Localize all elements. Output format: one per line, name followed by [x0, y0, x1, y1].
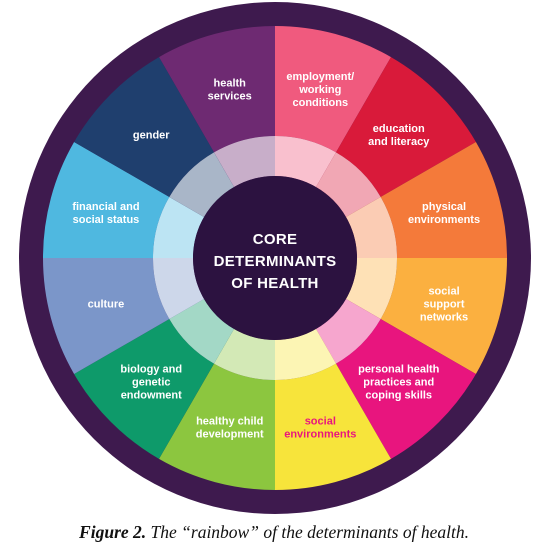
inner-band-tint-7	[214, 329, 275, 380]
segment-label-6-line-0: social	[305, 416, 336, 428]
segment-label-5-line-1: practices and	[363, 377, 434, 389]
inner-band-tint-4	[346, 258, 397, 319]
inner-band-tint-5	[316, 299, 381, 364]
segment-label-8-line-0: biology and	[120, 364, 182, 376]
segment-label-6-line-1: environments	[284, 429, 356, 441]
inner-band-tint-0	[214, 136, 275, 187]
caption-text: The “rainbow” of the determinants of hea…	[150, 522, 469, 542]
segment-label-8-line-1: genetic	[132, 377, 171, 389]
core-line-2: DETERMINANTS	[214, 253, 337, 270]
segment-label-4-line-0: social	[428, 285, 459, 297]
inner-band-tint-8	[169, 299, 234, 364]
segments-group	[43, 26, 507, 490]
segment-label-10-line-0: financial and	[72, 201, 139, 213]
segment-label-7-line-0: healthy child	[196, 416, 263, 428]
inner-ring-group	[153, 136, 397, 380]
segment-2	[336, 57, 476, 197]
segment-11	[74, 57, 214, 197]
segment-label-0-line-0: health	[214, 77, 247, 89]
segment-0	[159, 26, 275, 153]
segment-6	[275, 363, 391, 490]
segment-label-9-line-0: culture	[88, 298, 125, 310]
segment-5	[336, 319, 476, 459]
segment-label-3-line-1: environments	[408, 214, 480, 226]
determinants-wheel: CORE DETERMINANTS OF HEALTH healthservic…	[19, 2, 531, 514]
caption-label: Figure 2.	[79, 522, 147, 542]
inner-band-tint-11	[169, 152, 234, 217]
segment-3	[380, 142, 507, 258]
segment-label-8-line-2: endowment	[121, 390, 182, 402]
core-line-1: CORE	[253, 231, 298, 248]
segment-1	[275, 26, 391, 153]
segment-10	[43, 142, 170, 258]
segment-label-2-line-1: and literacy	[368, 136, 430, 148]
segment-label-7-line-1: development	[196, 429, 264, 441]
segment-8	[74, 319, 214, 459]
segment-label-4-line-1: support	[424, 298, 465, 310]
inner-band-tint-3	[346, 197, 397, 258]
segment-label-10-line-1: social status	[73, 214, 140, 226]
segment-label-5-line-2: coping skills	[365, 390, 432, 402]
core-circle	[193, 176, 357, 340]
core-line-3: OF HEALTH	[231, 275, 318, 292]
segment-label-1-line-0: employment/	[286, 71, 354, 83]
segment-label-1-line-1: working	[298, 84, 341, 96]
inner-band-tint-9	[153, 258, 204, 319]
segment-7	[159, 363, 275, 490]
segment-9	[43, 258, 170, 374]
segment-label-2-line-0: education	[373, 123, 425, 135]
segment-4	[380, 258, 507, 374]
inner-band-tint-2	[316, 152, 381, 217]
segment-label-1-line-2: conditions	[292, 97, 348, 109]
segment-label-4-line-2: networks	[420, 311, 468, 323]
inner-band-tint-1	[275, 136, 336, 187]
inner-band-tint-10	[153, 197, 204, 258]
core-label: CORE DETERMINANTS OF HEALTH	[214, 231, 337, 292]
segment-label-3-line-0: physical	[422, 201, 466, 213]
figure-caption: Figure 2. The “rainbow” of the determina…	[0, 522, 548, 543]
segment-label-5-line-0: personal health	[358, 364, 440, 376]
segment-label-0-line-1: services	[208, 90, 252, 102]
segment-label-11-line-0: gender	[133, 129, 170, 141]
inner-band-tint-6	[275, 329, 336, 380]
